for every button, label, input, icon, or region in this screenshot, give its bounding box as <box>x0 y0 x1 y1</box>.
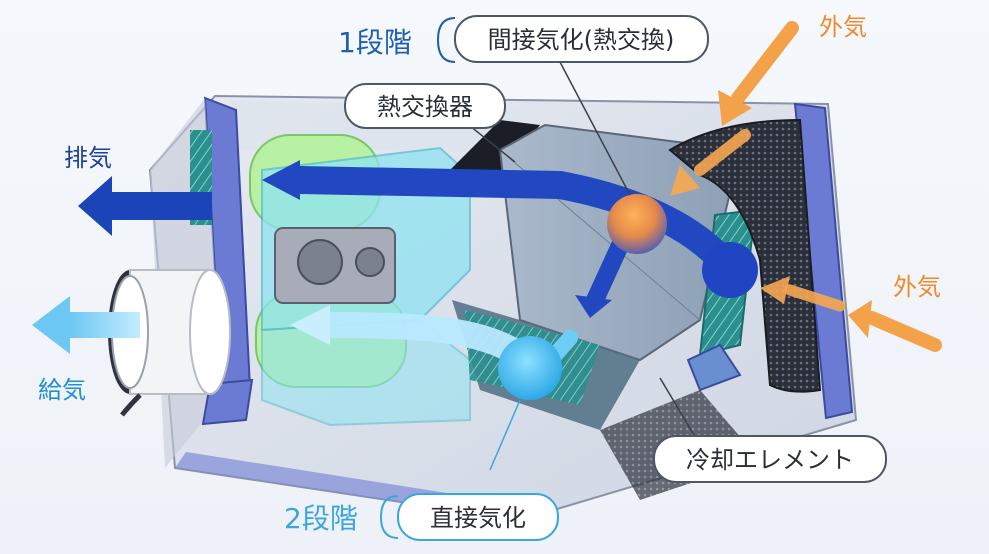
stage2-process-callout: 直接気化 <box>397 493 559 541</box>
exhaust-label: 排気 <box>64 144 112 172</box>
stage2-label: 2段階 <box>284 502 358 535</box>
stage1-label: 1段階 <box>338 26 412 59</box>
direct-evaporation-point <box>498 336 562 400</box>
cooling-element-label: 冷却エレメント <box>686 446 854 474</box>
supply-label: 給気 <box>38 376 86 404</box>
heat-exchange-point <box>607 194 667 254</box>
cooling-element-callout: 冷却エレメント <box>653 435 887 483</box>
outside-air-arrow-top <box>670 21 799 196</box>
stage1-process-callout: 間接気化(熱交換) <box>454 15 709 63</box>
outside-air-label-top: 外気 <box>819 13 867 41</box>
stage2-process-label: 直接気化 <box>430 504 526 532</box>
heat-exchanger-callout: 熱交換器 <box>344 83 506 129</box>
stage1-process-label: 間接気化(熱交換) <box>488 26 675 54</box>
fan-motor <box>274 227 396 304</box>
outside-air-arrow-right <box>760 276 942 352</box>
outside-air-label-right: 外気 <box>893 273 941 301</box>
stage2-bracket <box>379 495 399 539</box>
outside-air-intake-grille <box>668 118 822 393</box>
callout-leaders <box>469 61 701 471</box>
heat-exchanger-label: 熱交換器 <box>377 93 473 121</box>
stage1-bracket <box>436 17 456 63</box>
